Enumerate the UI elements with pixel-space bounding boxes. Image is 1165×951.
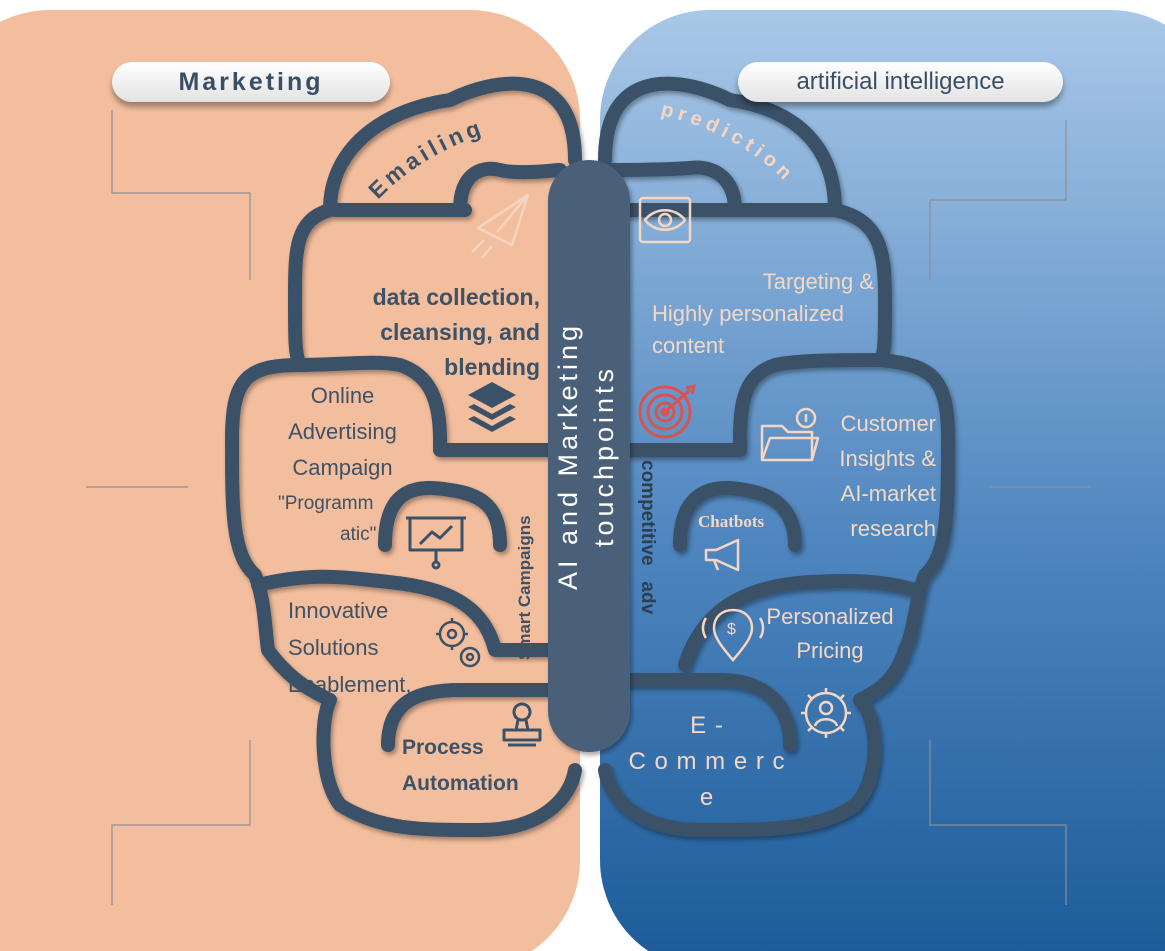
guide-lines [86, 110, 1090, 905]
presentation-chart-icon [406, 516, 466, 570]
target-icon [638, 383, 697, 439]
online-advertising-text: Online Advertising Campaign [255, 378, 430, 486]
smart-campaigns-label: Smart Campaigns [515, 515, 534, 660]
customer-insights-line: Insights & [839, 446, 936, 471]
dollar-pin-icon: $ [701, 608, 765, 662]
megaphone-icon [704, 538, 740, 572]
marketing-header-text: Marketing [178, 67, 324, 96]
stamp-icon [502, 702, 542, 747]
data-collection-line: data collection, [372, 284, 540, 310]
innovative-line: Solutions [288, 635, 379, 660]
chatbots-text: Chatbots [698, 512, 765, 531]
center-label-line2: touchpoints [589, 365, 619, 547]
process-automation-text: Process Automation [402, 730, 562, 802]
folder-info-icon [760, 407, 820, 462]
pricing-line: Pricing [796, 638, 864, 663]
innovative-text: Innovative Solutions Enablement, [288, 592, 458, 703]
online-advertising-line: Campaign [292, 455, 393, 480]
targeting-text: Targeting & Highly personalized content [652, 266, 882, 362]
programmatic-line: atic" [340, 524, 377, 545]
ai-panel [600, 10, 1165, 951]
ecommerce-text: E - C o m m e r c e [612, 708, 802, 816]
customer-insights-text: Customer Insights & AI-market research [790, 406, 936, 546]
process-automation-line: Automation [402, 772, 519, 795]
innovative-line: Innovative [288, 598, 389, 623]
marketing-panel [0, 10, 580, 951]
ecommerce-line: e [699, 784, 715, 811]
ecommerce-line: C o m m e r c [628, 748, 786, 775]
pricing-text: Personalized Pricing [752, 600, 908, 668]
data-collection-line: blending [444, 354, 540, 380]
customer-insights-line: research [850, 516, 936, 541]
targeting-line: Targeting & [762, 269, 874, 294]
targeting-line: Highly personalized [652, 301, 844, 326]
gears-icon [436, 618, 481, 668]
pricing-line: Personalized [766, 604, 894, 629]
online-advertising-line: Online [310, 383, 375, 408]
data-collection-line: cleansing, and [380, 319, 540, 345]
brain-outline [225, 76, 955, 837]
ecommerce-line: E - [690, 712, 724, 739]
eye-frame-icon [638, 196, 692, 244]
customer-insights-line: Customer [840, 411, 936, 436]
targeting-line: content [652, 333, 725, 358]
innovative-line: Enablement, [288, 672, 412, 697]
process-automation-line: Process [402, 736, 484, 759]
competitive-adv-label: competitive adv [637, 460, 658, 615]
programmatic-text: "Programm atic" [278, 488, 398, 550]
ai-header-text: artificial intelligence [796, 68, 1005, 95]
programmatic-line: "Programm [278, 493, 374, 514]
marketing-header: Marketing [112, 62, 390, 102]
data-collection-text: data collection, cleansing, and blending [320, 280, 540, 385]
customer-insights-line: AI-market [840, 481, 936, 506]
ai-header: artificial intelligence [738, 62, 1063, 102]
online-advertising-line: Advertising [288, 419, 397, 444]
center-bar [548, 160, 630, 752]
svg-text:$: $ [727, 621, 736, 638]
layers-icon [468, 382, 516, 432]
center-label-line1: AI and Marketing [553, 322, 583, 590]
gear-person-icon [801, 688, 851, 738]
paper-plane-icon [471, 193, 530, 259]
